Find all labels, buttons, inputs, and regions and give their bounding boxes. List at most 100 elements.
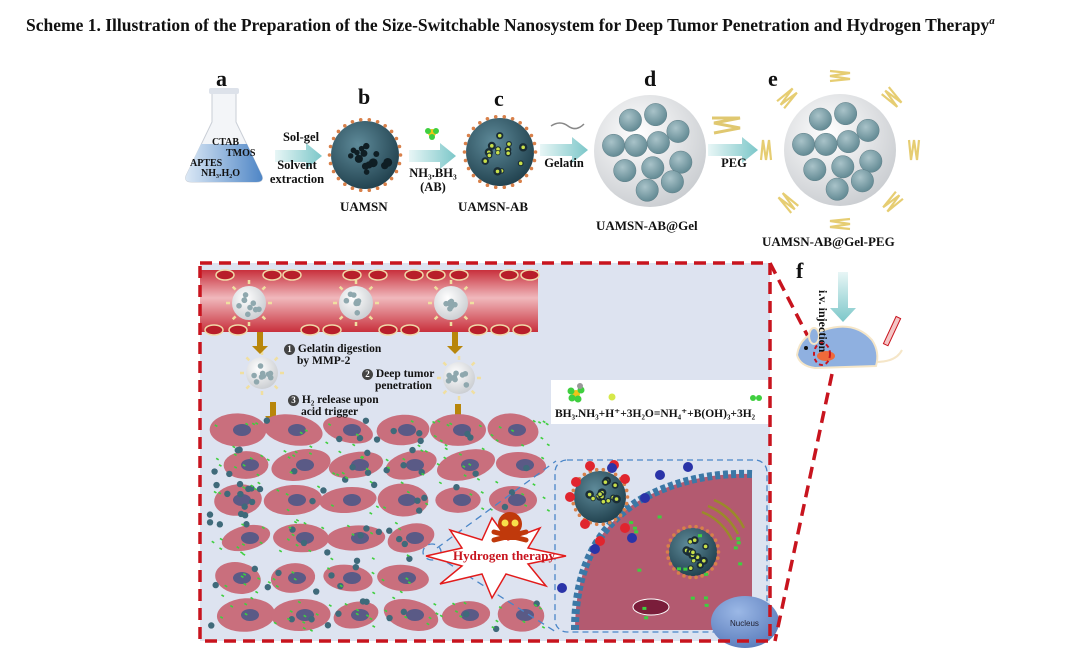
cell-nucleus	[343, 494, 361, 506]
panel-letter-e: e	[768, 66, 778, 91]
hydrogen-molecule	[242, 553, 246, 556]
hydrogen-molecule	[261, 526, 265, 530]
cell-nucleus	[343, 424, 361, 436]
positive-charge-icon	[565, 492, 575, 502]
nanoparticle	[416, 430, 423, 437]
amine-group	[327, 153, 332, 157]
nanoparticle	[395, 535, 403, 543]
cell-nucleus	[296, 459, 314, 471]
hydrogen-molecule	[369, 531, 374, 535]
hydrogen-molecule	[522, 620, 526, 624]
pore	[365, 161, 373, 169]
negative-charge-icon	[683, 462, 693, 472]
amine-group	[524, 173, 529, 178]
nanoparticle	[328, 572, 335, 579]
nanoparticle	[234, 447, 241, 454]
hydrogen-molecule	[384, 609, 388, 613]
hydrogen-molecule	[478, 424, 483, 428]
hydrogen-molecule	[546, 509, 551, 512]
ab-cargo	[483, 159, 488, 163]
hydrogen-molecule	[400, 481, 404, 485]
hydrogen-molecule	[355, 433, 360, 437]
amine-group	[622, 507, 627, 512]
red-blood-cell	[468, 324, 488, 336]
hydrogen-molecule	[452, 602, 456, 606]
nanoparticle	[309, 497, 316, 505]
hydrogen-molecule	[463, 601, 467, 605]
hydrogen-molecule	[481, 507, 485, 511]
encapsulated-uamsn	[660, 170, 684, 194]
encapsulated-uamsn	[859, 149, 883, 173]
nanoparticle	[421, 494, 428, 502]
hydrogen-molecule	[302, 621, 306, 624]
hydrogen-molecule	[436, 462, 440, 466]
arrow-c-to-d	[540, 137, 588, 163]
encapsulated-uamsn	[257, 363, 264, 369]
hydrogen-molecule	[495, 439, 499, 442]
hydrogen-molecule	[417, 444, 421, 448]
amine-group	[336, 129, 341, 134]
negative-charge-icon	[607, 463, 617, 473]
nanoparticle	[508, 489, 516, 496]
hydrogen-molecule	[426, 622, 430, 626]
nanoparticle	[357, 532, 364, 539]
red-blood-cell	[204, 324, 224, 336]
hydrogen-molecule	[286, 508, 290, 512]
hydrogen-molecule	[241, 543, 246, 546]
amine-group	[502, 114, 507, 119]
hydrogen-molecule	[432, 420, 436, 424]
nanoparticle	[390, 427, 397, 435]
ab-cargo	[606, 498, 611, 503]
peg-chain	[433, 315, 439, 321]
hydrogen-molecule	[359, 456, 364, 460]
nanoparticle	[349, 464, 356, 471]
amine-group	[502, 185, 507, 190]
cell-nucleus	[406, 532, 424, 544]
positive-charge-icon	[580, 519, 590, 529]
hydrogen-molecule	[463, 474, 467, 477]
amine-group	[471, 173, 476, 178]
red-blood-cell	[262, 269, 282, 281]
mouse-icon	[795, 325, 903, 370]
ab-cargo	[698, 563, 703, 567]
label-solvent: Solvent	[277, 158, 317, 172]
label-sol-gel: Sol-gel	[282, 130, 320, 144]
ab-cargo	[495, 169, 500, 174]
encapsulated-uamsn	[251, 372, 257, 379]
hydrogen-molecule	[469, 493, 473, 496]
hydrogen-molecule	[285, 492, 289, 496]
amine-group	[524, 126, 529, 131]
nanoparticle	[467, 434, 474, 441]
peg-chain	[338, 285, 344, 291]
peg-chain	[829, 217, 851, 231]
peg-chain	[245, 356, 251, 362]
reaction-equation: BH₃.NH₃+H⁺+3H₂O=NH₄⁺+B(OH)₃+3H₂	[555, 408, 756, 420]
amine-group	[594, 522, 599, 527]
hydrogen-molecule	[459, 614, 463, 618]
amine-group	[676, 529, 681, 533]
label-peg: PEG	[721, 156, 747, 170]
hydrogen-molecule	[221, 594, 225, 598]
hydrogen-molecule	[325, 441, 329, 445]
peg-chain	[881, 86, 903, 108]
nanoparticle	[291, 467, 298, 475]
hydrogen-molecule	[338, 450, 342, 454]
red-blood-cell	[368, 269, 388, 281]
name-uamsn: UAMSN	[340, 199, 388, 214]
nanoparticle	[237, 510, 245, 518]
peg-chain	[231, 285, 237, 291]
amine-group	[493, 114, 498, 119]
hydrogen-molecule	[267, 581, 272, 584]
hydrogen-molecule	[495, 619, 499, 623]
red-blood-cell	[426, 269, 446, 281]
hydrogen-molecule	[291, 571, 295, 574]
hydrogen-molecule	[490, 433, 494, 437]
amine-group	[613, 472, 618, 477]
encapsulated-uamsn	[850, 169, 874, 193]
ab-cargo	[688, 566, 693, 570]
hydrogen-molecule	[540, 436, 544, 440]
encapsulated-uamsn	[618, 108, 642, 132]
step-3-number: 3	[288, 395, 299, 406]
uamsn-ab-particle	[462, 114, 538, 190]
hydrogen-molecule	[532, 483, 536, 486]
